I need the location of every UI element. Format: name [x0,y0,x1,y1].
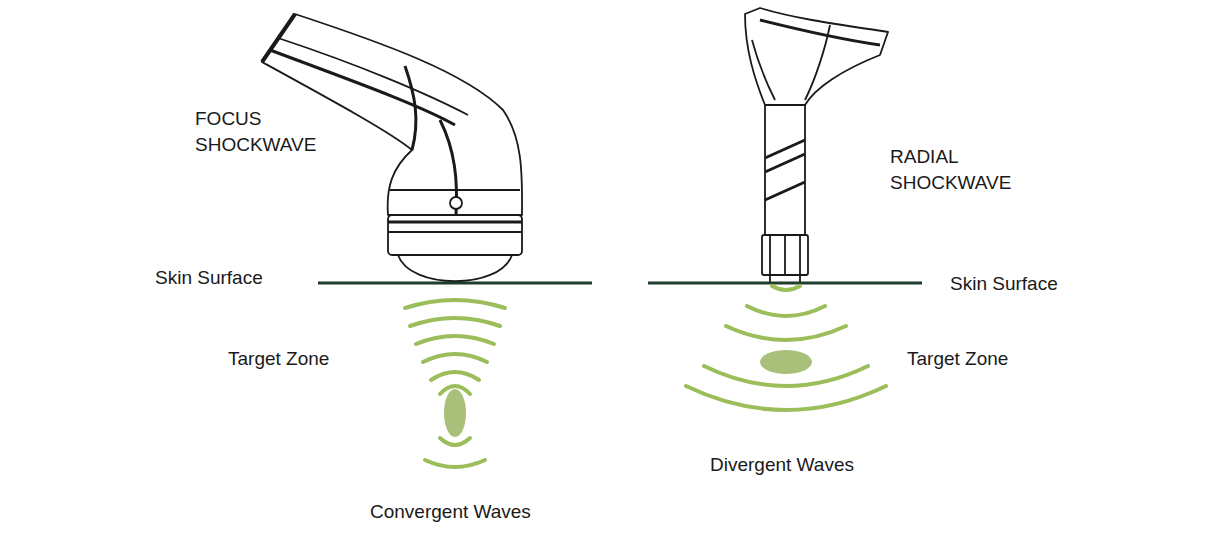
convergent-wave [405,300,505,308]
radial-head [745,8,888,105]
radial-stripe [752,40,775,100]
radial-grip [799,235,801,275]
zone-label: Target Zone [228,346,329,372]
focus-cap [262,14,295,62]
radial-stripe [805,25,830,100]
radial-nozzle [762,235,808,275]
divergent-wave [772,286,800,290]
device-label: FOCUS SHOCKWAVE [195,106,345,158]
focus-stripe [270,50,455,125]
focus-stripe [405,66,416,150]
focus-body [388,215,522,255]
focus-band [388,231,522,233]
radial-grip [769,235,771,275]
convergent-wave [416,336,494,344]
wave-label: Divergent Waves [710,452,854,478]
focus-stripe [278,38,468,115]
device-label: RADIAL SHOCKWAVE [890,144,1050,196]
convergent-wave [440,438,470,445]
radial-stripe [760,20,880,45]
focus-target [444,389,466,437]
radial-stripe [765,182,805,200]
surface-label: Skin Surface [950,271,1058,297]
radial-handpiece [745,8,888,283]
focus-handle [262,14,522,215]
focus-dome [398,255,512,281]
skin-line [648,282,922,285]
convergent-wave [410,318,500,326]
focus-button [450,197,462,209]
divergent-wave [726,326,846,340]
wave-label: Convergent Waves [370,499,531,525]
divergent-wave [747,306,825,316]
skin-line [318,282,592,285]
zone-label: Target Zone [907,346,1008,372]
radial-target [760,350,812,374]
radial-shaft [765,105,805,235]
wave-group [405,286,886,467]
radial-stripe [765,154,805,172]
convergent-wave [431,372,479,380]
convergent-wave [423,354,487,362]
surface-label: Skin Surface [155,265,263,291]
radial-grip [784,235,786,275]
convergent-wave [425,460,485,467]
divergent-wave [686,386,886,410]
focus-band [388,221,522,224]
